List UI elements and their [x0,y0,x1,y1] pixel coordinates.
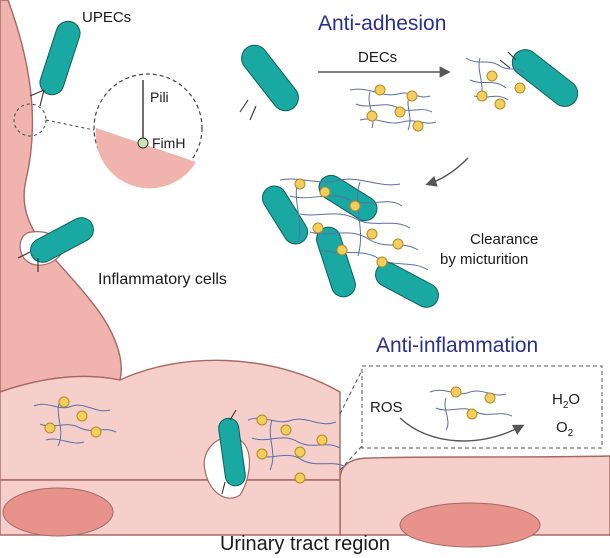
pili-sticks [17,51,517,495]
fimh-label: FimH [152,135,185,151]
nanozyme-particle [294,472,306,484]
nanozyme-particle [466,408,478,420]
o2-o: O [556,419,568,436]
clearance-label-line2: by micturition [440,251,528,268]
zoom-inset [13,73,203,189]
nanozyme-particle [44,422,56,434]
nanozyme-particle [90,426,102,438]
decs-label: DECs [358,49,397,66]
nanozyme-particle [58,396,70,408]
nanozyme-particle [406,90,418,102]
bacteria [30,20,579,487]
bacterium [241,44,299,112]
nanozyme-particle [494,98,506,110]
nanozyme-particle [412,120,424,132]
nanozyme-particle [376,256,388,268]
ros-arrow [399,417,525,442]
nanozyme-particle [294,178,306,190]
clearance-label-line1: Clearance [470,231,538,248]
ros-label: ROS [370,399,403,416]
urinary-tract-region-caption: Urinary tract region [220,533,390,555]
clearance-arrow [425,157,469,187]
zoom-tissue [95,128,196,189]
nanozyme-particle [394,106,406,118]
nanozyme-particle [349,200,361,212]
bacterium [316,226,356,298]
o2-subscript: 2 [568,428,574,439]
nanozyme-particle [319,186,331,198]
nucleus [2,487,114,537]
bacterium [30,217,94,263]
bacterium [261,185,309,245]
fimh-protein [137,137,149,149]
pili-label: Pili [150,89,169,105]
inflammatory-cells-label: Inflammatory cells [98,271,227,288]
nanozyme-particle [374,84,386,96]
nanozyme-particle [280,424,292,436]
nanozyme-particle [256,448,268,460]
h2o-o: O [568,391,580,408]
bacterium [39,20,81,96]
nanozyme-particle [336,244,348,256]
nanozyme-particle [476,90,488,102]
nanozyme-particle [366,228,378,240]
anti-adhesion-heading: Anti-adhesion [318,12,446,35]
nanozyme-particle [486,70,498,82]
o2-label: O2 [556,419,574,439]
nanozyme-particle [256,414,268,426]
nanozyme-particle [514,82,526,94]
bacterium [511,49,579,107]
nanozyme-particle [76,410,88,422]
upecs-label: UPECs [82,9,131,26]
inset-connector [339,369,363,415]
zoom-connector [45,119,95,131]
nucleus [399,502,541,548]
nanozyme-particle [312,222,324,234]
nanozyme-particle [366,110,378,122]
bacterium [375,262,439,308]
h2o-label: H2O [552,391,580,411]
nanozyme-particles [44,70,526,484]
bacterium [318,174,378,222]
nanozyme-particle [316,434,328,446]
h2o-subscript: 2 [563,400,569,411]
nanozyme-particle [294,446,306,458]
anti-inflammation-heading: Anti-inflammation [376,334,538,357]
h2o-h: H [552,391,563,408]
bacterium [218,417,246,487]
nanozyme-particle [392,238,404,250]
lower-epithelial-cell [0,359,341,481]
nanozyme-particle [484,392,496,404]
inset-connector [339,445,363,471]
ros-inset-box [361,365,603,449]
nanozyme-particle [450,386,462,398]
